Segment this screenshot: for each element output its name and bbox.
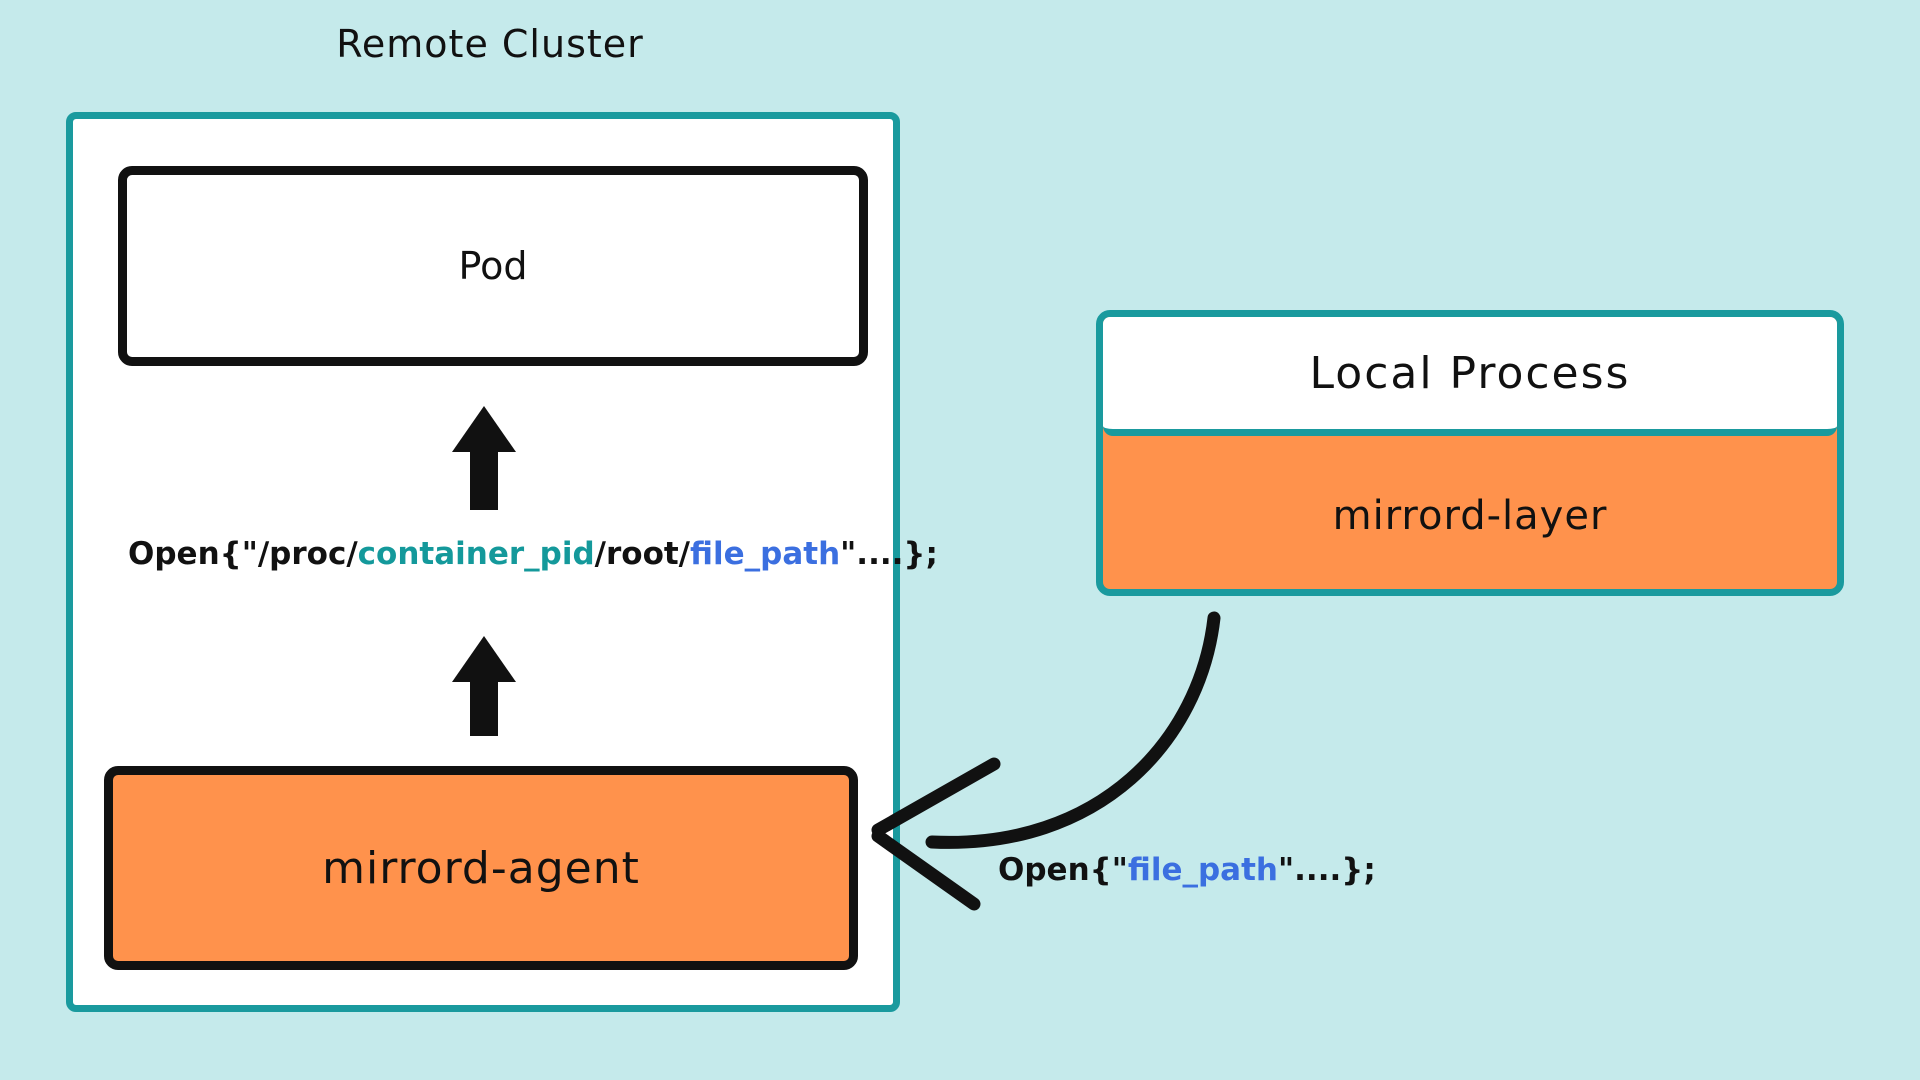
remote-open-middle: /root/ bbox=[594, 536, 691, 572]
remote-open-call: Open{"/proc/container_pid/root/file_path… bbox=[128, 536, 938, 572]
remote-file-path-text: file_path bbox=[690, 536, 841, 572]
remote-open-prefix: Open{"/proc/ bbox=[128, 536, 358, 572]
pod-box: Pod bbox=[118, 166, 868, 366]
mirrord-agent-box: mirrord-agent bbox=[104, 766, 858, 970]
local-open-suffix: "....}; bbox=[1278, 852, 1376, 888]
remote-open-suffix: "....}; bbox=[840, 536, 938, 572]
container-pid-text: container_pid bbox=[357, 536, 595, 572]
local-process-header: Local Process bbox=[1103, 317, 1837, 436]
pod-label: Pod bbox=[458, 244, 528, 288]
local-process-box: Local Process mirrord-layer bbox=[1096, 310, 1844, 596]
mirrord-layer-section: mirrord-layer bbox=[1103, 436, 1837, 589]
mirrord-agent-label: mirrord-agent bbox=[322, 842, 640, 894]
local-open-prefix: Open{" bbox=[998, 852, 1128, 888]
local-process-title: Local Process bbox=[1309, 347, 1631, 399]
cluster-title: Remote Cluster bbox=[336, 22, 644, 66]
local-file-path-text: file_path bbox=[1127, 852, 1278, 888]
mirrord-layer-label: mirrord-layer bbox=[1332, 493, 1608, 539]
local-open-call: Open{"file_path"....}; bbox=[998, 852, 1376, 888]
